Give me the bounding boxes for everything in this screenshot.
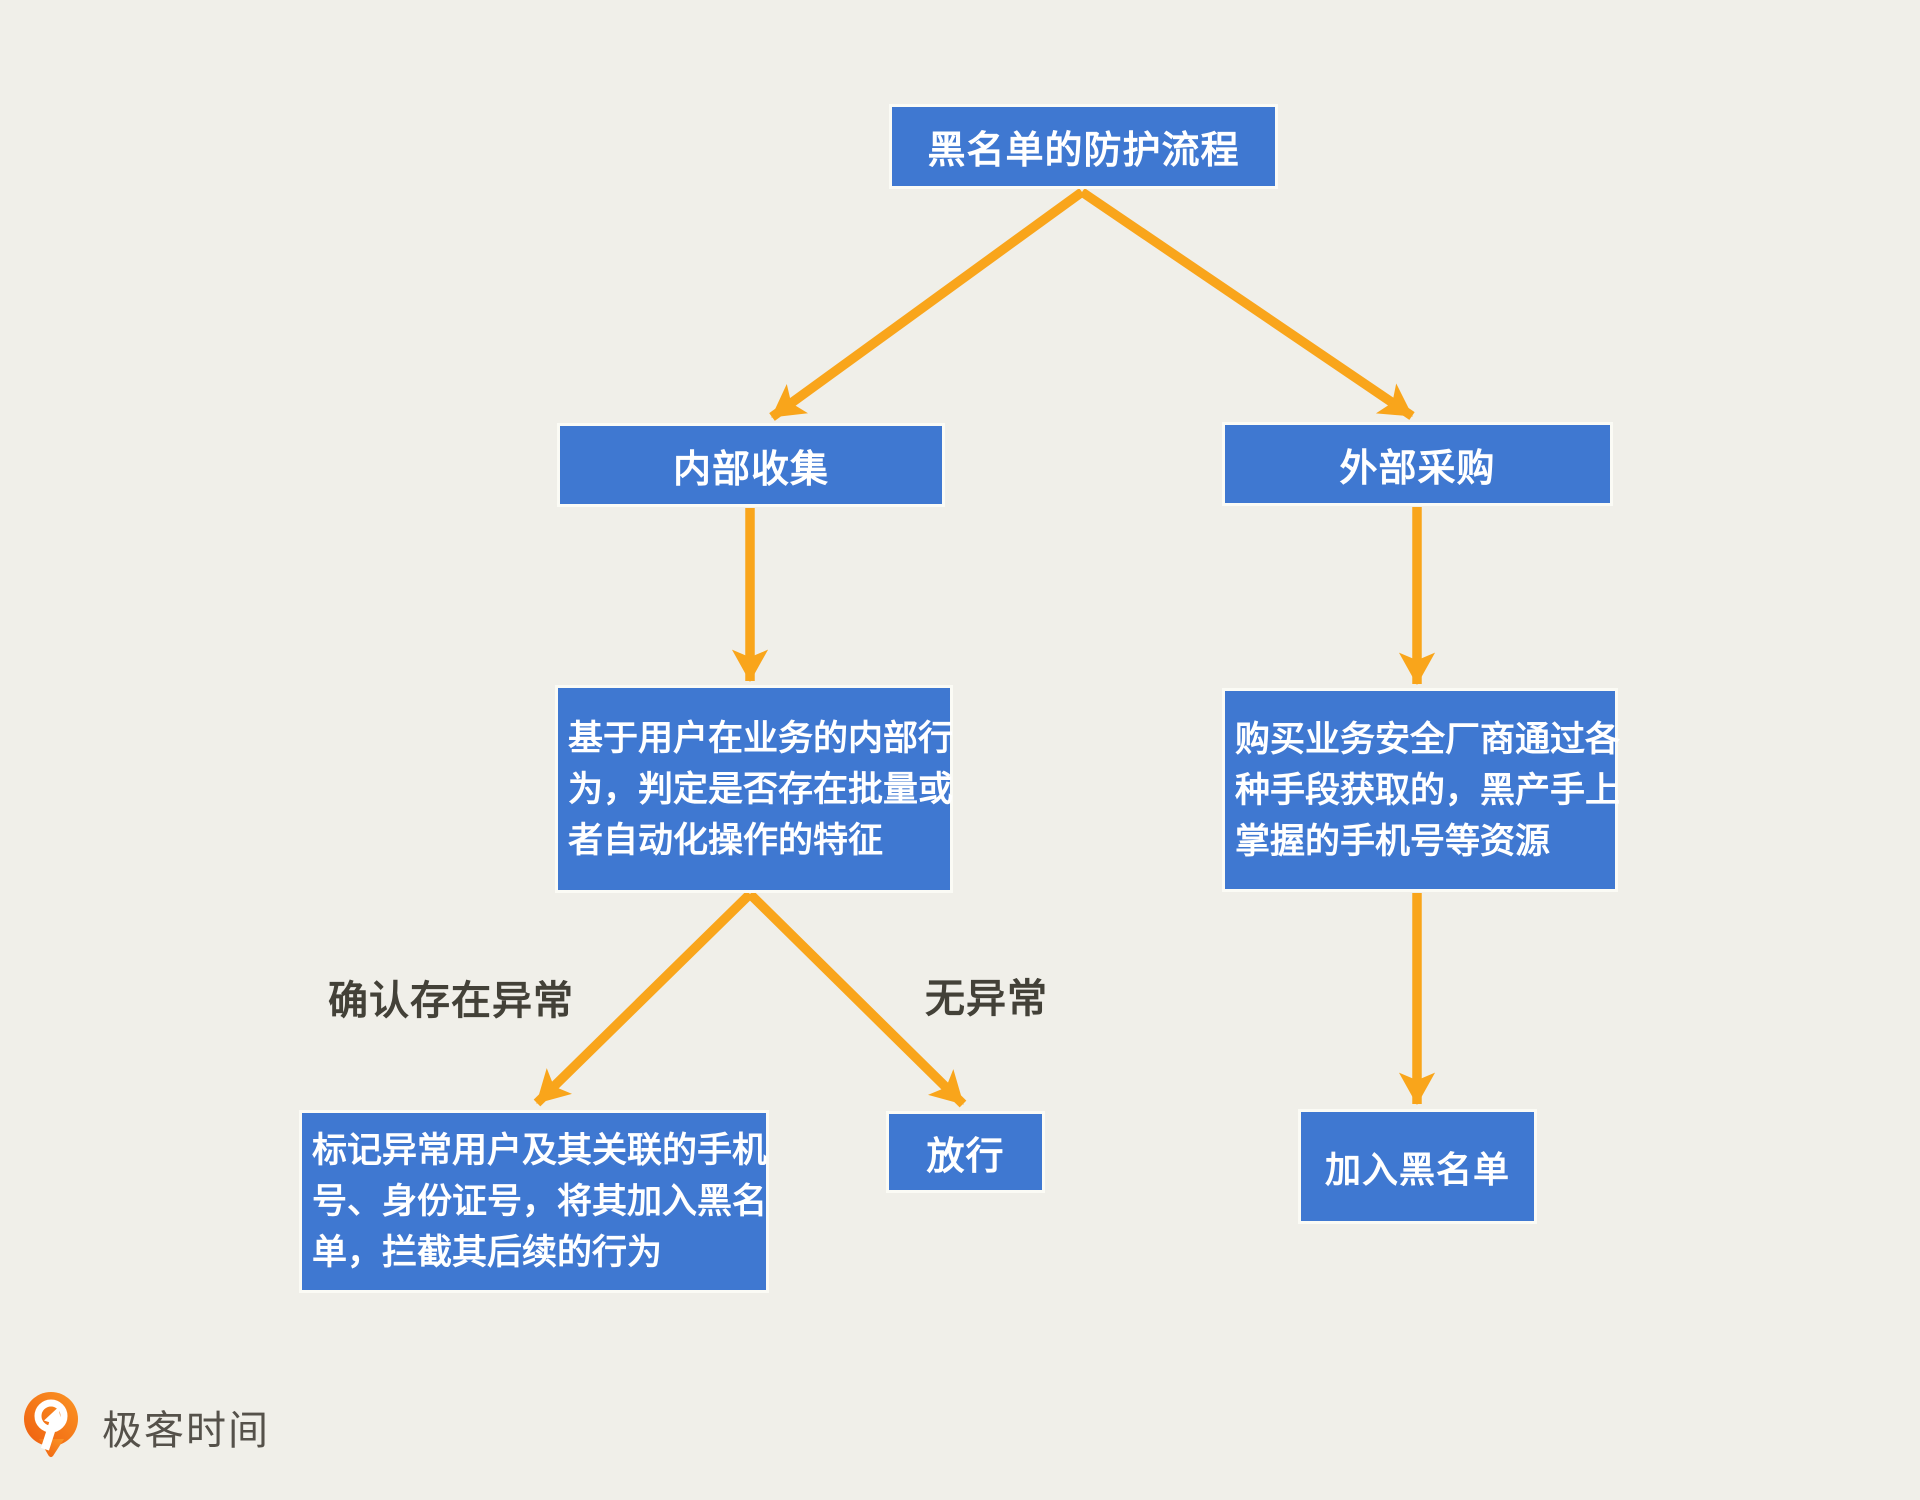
- node-internal-detail-line2: 为，判定是否存在批量或: [568, 769, 954, 809]
- node-mark-line2: 号、身份证号，将其加入黑名: [312, 1182, 768, 1221]
- node-release-label: 放行: [926, 1135, 1005, 1178]
- arrow-title-to-external: [1079, 188, 1415, 420]
- node-mark-line3: 单，拦截其后续的行为: [312, 1233, 663, 1272]
- arrow-detail-to-release: [746, 890, 967, 1108]
- node-mark-line1: 标记异常用户及其关联的手机: [312, 1131, 768, 1170]
- branch-label-abnormal: 确认存在异常: [328, 979, 574, 1023]
- geektime-logo-text: 极客时间: [102, 1409, 270, 1453]
- node-external-detail: 购买业务安全厂商通过各 种手段获取的，黑产手上 掌握的手机号等资源: [1222, 688, 1621, 892]
- node-internal-collection: 内部收集: [557, 423, 945, 507]
- geektime-logo-icon: [24, 1392, 78, 1458]
- node-mark-blacklist: 标记异常用户及其关联的手机 号、身份证号，将其加入黑名 单，拦截其后续的行为: [299, 1110, 769, 1293]
- node-external-purchase: 外部采购: [1222, 422, 1613, 506]
- node-title: 黑名单的防护流程: [889, 104, 1278, 189]
- node-join-blacklist: 加入黑名单: [1298, 1109, 1537, 1224]
- node-internal-detail-line1: 基于用户在业务的内部行: [568, 718, 954, 758]
- branch-label-normal: 无异常: [925, 977, 1048, 1021]
- node-external-detail-line2: 种手段获取的，黑产手上: [1235, 770, 1621, 810]
- node-internal-detail: 基于用户在业务的内部行 为，判定是否存在批量或 者自动化操作的特征: [555, 685, 953, 893]
- arrow-title-to-internal: [769, 188, 1085, 421]
- node-release: 放行: [886, 1111, 1045, 1193]
- arrow-detail-to-mark: [533, 890, 754, 1107]
- node-join-blacklist-label: 加入黑名单: [1324, 1148, 1510, 1190]
- node-external-detail-line3: 掌握的手机号等资源: [1235, 821, 1551, 861]
- node-title-label: 黑名单的防护流程: [927, 130, 1240, 172]
- node-internal-collection-label: 内部收集: [672, 448, 829, 491]
- node-internal-detail-line3: 者自动化操作的特征: [568, 820, 884, 860]
- geektime-logo: 极客时间: [20, 1390, 270, 1460]
- node-external-purchase-label: 外部采购: [1339, 447, 1496, 490]
- node-external-detail-line1: 购买业务安全厂商通过各: [1235, 719, 1621, 759]
